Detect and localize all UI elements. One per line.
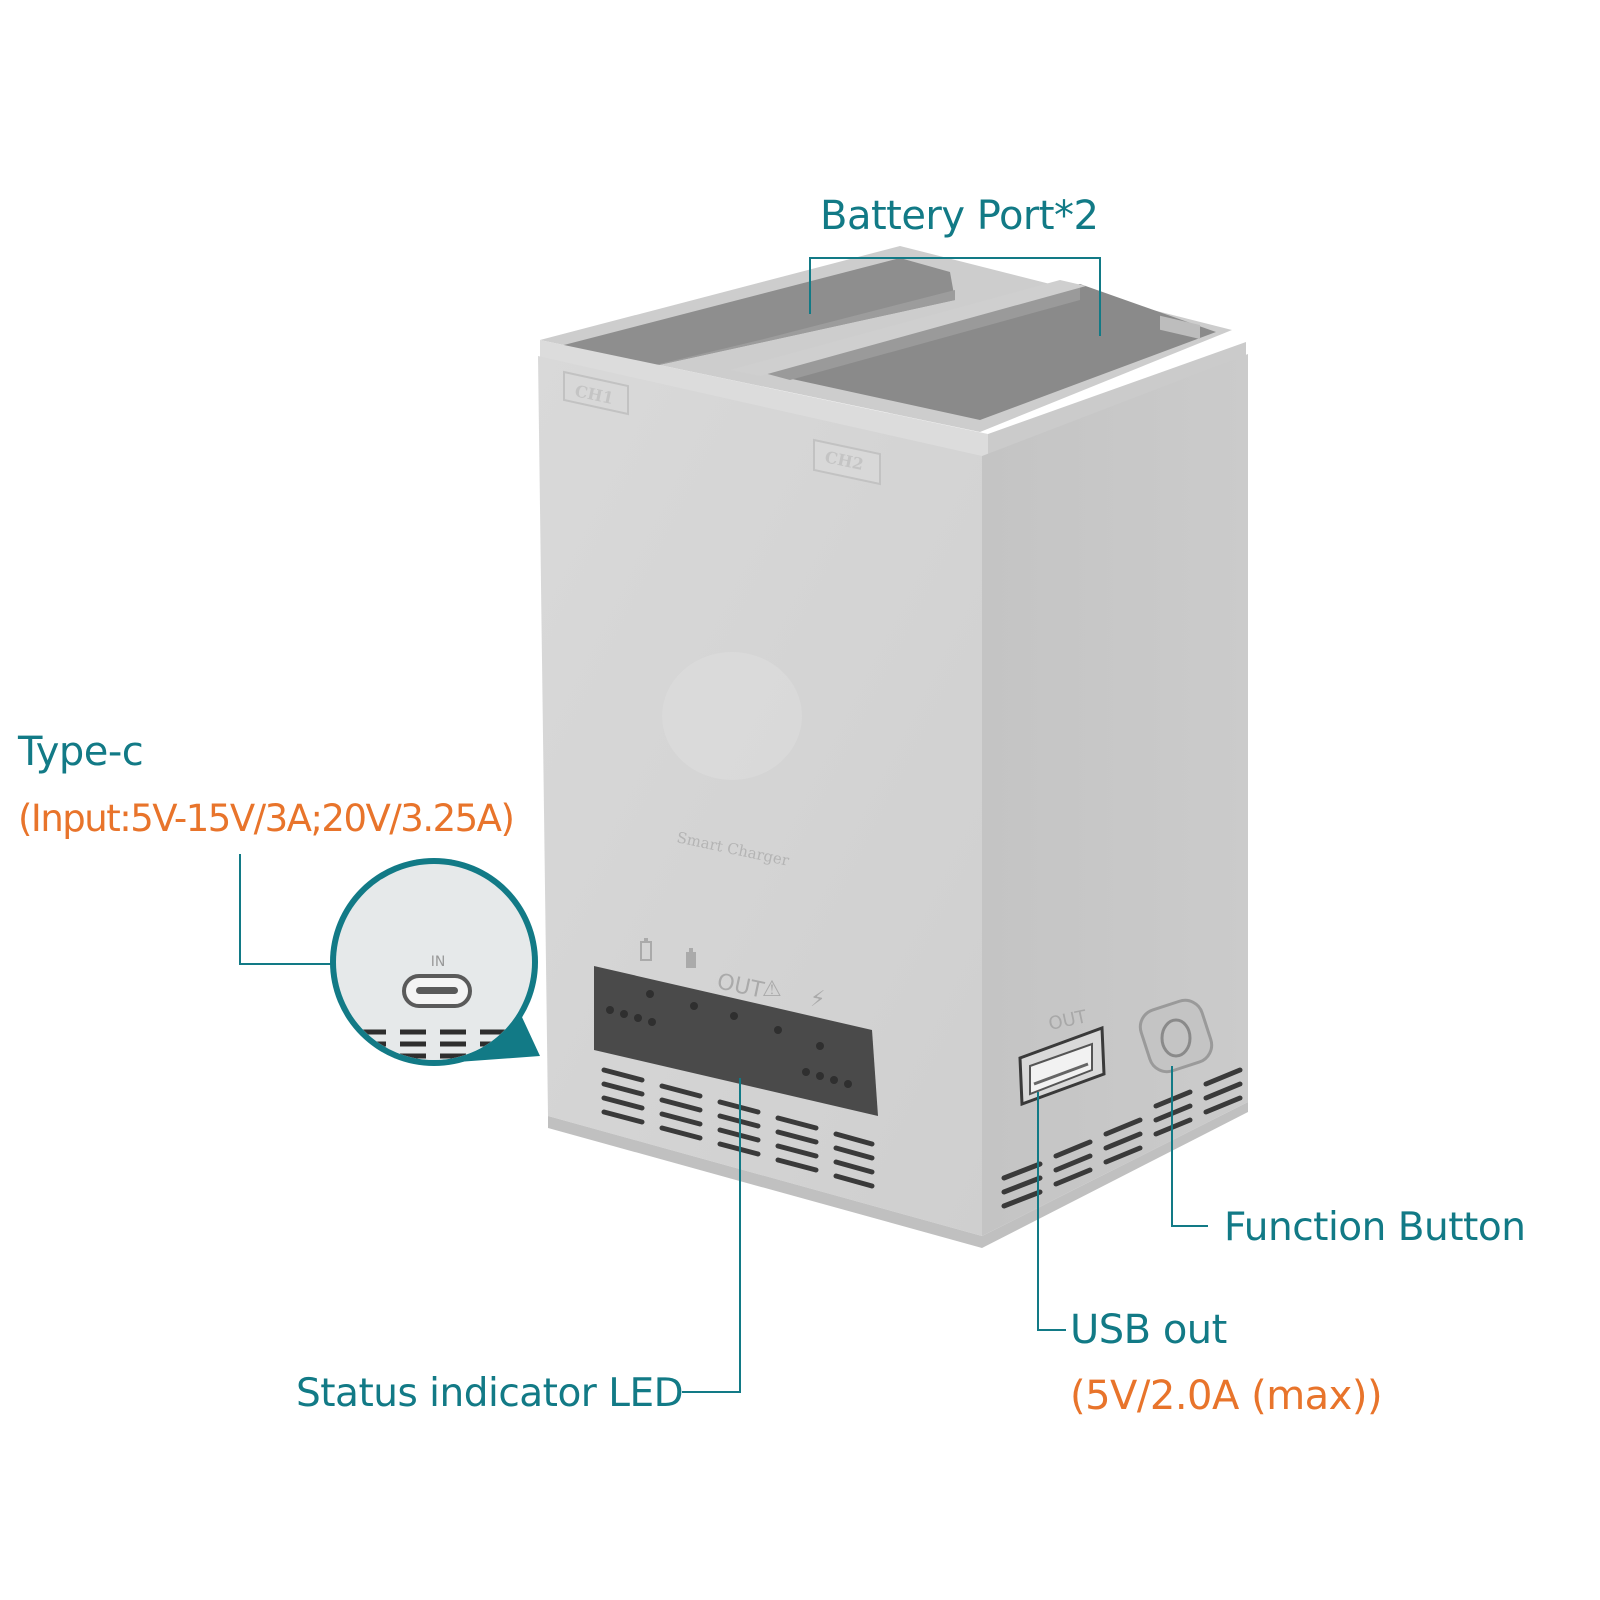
usb-out-spec: (5V/2.0A (max))	[1070, 1373, 1383, 1419]
battery-port-leader	[809, 257, 1101, 336]
function-button-leader	[1171, 1066, 1208, 1227]
status-led-label: Status indicator LED	[296, 1371, 684, 1416]
battery-port-label: Battery Port*2	[820, 193, 1099, 239]
charger-front-face	[538, 356, 982, 1236]
logo-emboss	[662, 652, 802, 780]
ch1-tab: CH1	[563, 370, 629, 416]
warning-icon: ⚠	[762, 977, 782, 1002]
type-c-spec: (Input:5V-15V/3A;20V/3.25A)	[18, 797, 515, 840]
battery-full-icon	[686, 948, 696, 968]
battery-outline-icon	[640, 938, 652, 961]
function-button-label: Function Button	[1224, 1205, 1526, 1250]
usb-out-leader	[1037, 1092, 1066, 1331]
charger-top	[540, 246, 1246, 497]
ch2-tab: CH2	[813, 438, 881, 486]
type-c-inset: IN	[330, 858, 540, 1066]
status-led-panel	[594, 966, 878, 1116]
function-button	[1138, 998, 1214, 1074]
front-vents	[601, 1067, 875, 1189]
status-led-leader	[682, 1078, 741, 1393]
leader-lines	[239, 257, 1208, 1393]
usb-out-title: USB out	[1070, 1307, 1227, 1353]
type-c-leader	[239, 854, 334, 965]
type-c-in-marking: IN	[431, 954, 446, 970]
lightning-icon: ⚡	[810, 987, 825, 1012]
type-c-title: Type-c	[18, 729, 144, 775]
led-dot	[646, 990, 654, 998]
